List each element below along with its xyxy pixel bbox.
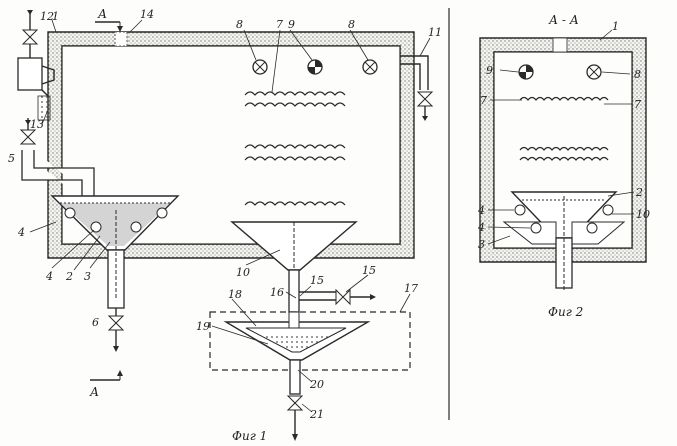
label-2: 2 xyxy=(65,270,73,283)
label-5: 5 xyxy=(8,152,15,165)
fig2-section-title: А - А xyxy=(548,13,579,27)
fig1-drain-valve xyxy=(107,308,125,352)
label-3: 3 xyxy=(84,270,91,283)
label-16: 16 xyxy=(270,286,284,299)
fig1-inlet-assembly xyxy=(17,10,55,121)
fig1-section-marks xyxy=(90,21,123,381)
fig2-label-7-right: 7 xyxy=(634,98,641,111)
fig1-chamber xyxy=(47,31,415,259)
label-15: 15 xyxy=(362,264,376,277)
label-4-top: 4 xyxy=(17,226,25,239)
fig1-outlet-pipe xyxy=(400,55,434,121)
fig2-label-8: 8 xyxy=(634,68,641,81)
fig1-heater-coils xyxy=(244,91,346,206)
label-1: 1 xyxy=(52,10,59,23)
label-14: 14 xyxy=(140,8,154,21)
fig1-bottom-outlet xyxy=(286,359,304,441)
label-21: 21 xyxy=(309,408,324,421)
label-13: 13 xyxy=(30,118,44,131)
label-8a: 8 xyxy=(236,18,243,31)
fig1-caption: Фиг 1 xyxy=(232,429,267,443)
fig1-lamps xyxy=(252,59,378,75)
fig2-labels: А - А 1 9 8 7 7 2 4 4 10 3 Фиг 2 xyxy=(477,13,650,319)
fig2-label-9: 9 xyxy=(486,64,493,77)
label-19: 19 xyxy=(196,320,210,333)
fig2-label-7-left: 7 xyxy=(480,94,487,107)
fig2-label-3: 3 xyxy=(478,238,485,251)
label-15-small: 15 xyxy=(310,274,324,287)
label-12: 12 xyxy=(40,10,54,23)
fig1-separator xyxy=(209,311,411,371)
fig2-label-4-top: 4 xyxy=(477,204,485,217)
label-11: 11 xyxy=(428,26,442,39)
label-7: 7 xyxy=(276,18,283,31)
label-6: 6 xyxy=(92,316,99,329)
label-20: 20 xyxy=(309,378,324,391)
fig1-feed-pipe xyxy=(19,118,95,200)
fig1-leaders xyxy=(29,19,431,413)
fig2-label-4-bottom: 4 xyxy=(477,221,485,234)
label-18: 18 xyxy=(228,288,242,301)
label-10: 10 xyxy=(236,266,250,279)
fig2-section xyxy=(479,29,647,290)
label-17: 17 xyxy=(404,282,418,295)
fig2-label-10: 10 xyxy=(636,208,650,221)
label-4-bottom: 4 xyxy=(45,270,53,283)
fig1-left-funnel xyxy=(50,195,180,309)
fig1-collector-funnel xyxy=(230,221,376,313)
fig2-label-1: 1 xyxy=(612,20,619,33)
label-8b: 8 xyxy=(348,18,355,31)
fig2-label-2: 2 xyxy=(635,186,643,199)
fig1-labels: 12 1 14 8 9 8 7 11 13 5 4 2 3 4 6 10 15 … xyxy=(8,7,442,443)
label-9: 9 xyxy=(288,18,295,31)
section-mark-top: А xyxy=(97,7,107,21)
section-mark-bottom: А xyxy=(89,385,99,399)
fig2-caption: Фиг 2 xyxy=(548,305,583,319)
